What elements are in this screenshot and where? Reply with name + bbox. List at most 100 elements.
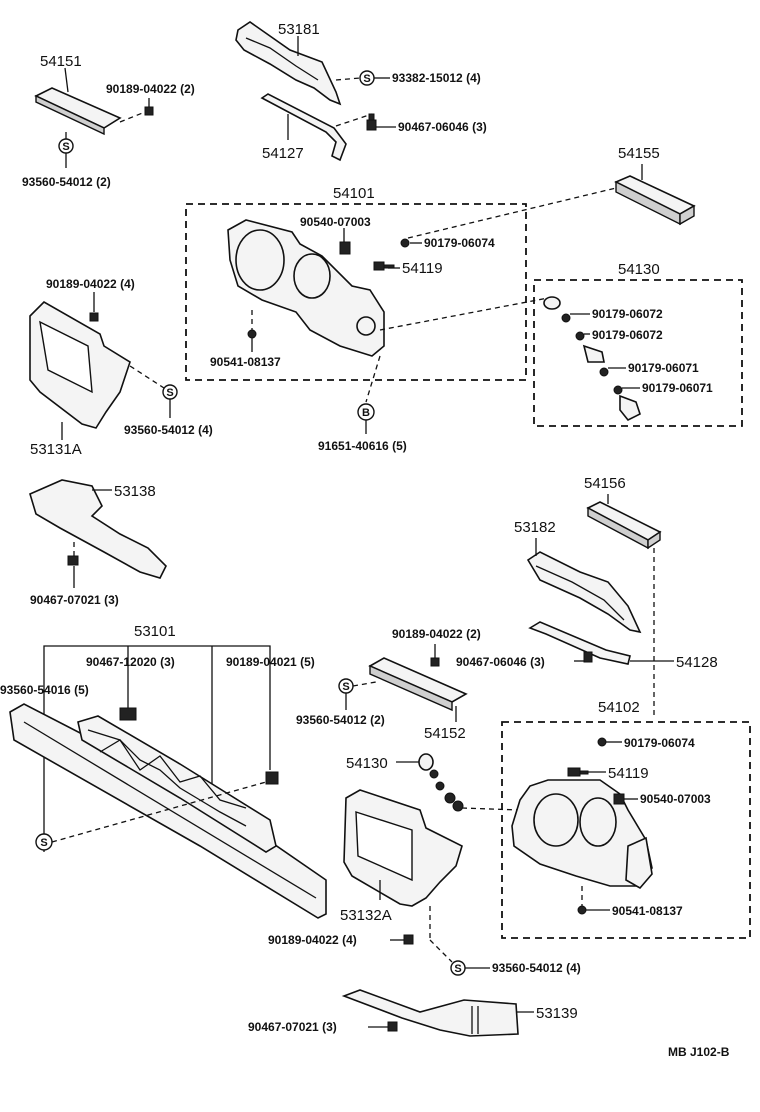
label-90189-04022-4b: 90189-04022 (4)	[268, 933, 357, 947]
s-screw-symbol: S	[450, 960, 466, 976]
clip-nut-90189	[144, 106, 154, 116]
svg-text:S: S	[363, 73, 370, 85]
svg-text:S: S	[62, 141, 69, 153]
label-93560-54012-4a: 93560-54012 (4)	[124, 423, 213, 437]
clip-nut-90189	[430, 657, 440, 667]
part-53131A-headlamp-door	[29, 301, 131, 429]
label-90179-06074b: 90179-06074	[624, 736, 695, 750]
label-90541-08137a: 90541-08137	[210, 355, 281, 369]
part-54152-pad	[368, 657, 468, 712]
label-54102: 54102	[598, 699, 640, 716]
part-53182-bracket	[526, 551, 642, 634]
s-screw-symbol: S	[359, 70, 375, 86]
bolt-90467	[366, 113, 377, 131]
part-53138-cover	[29, 479, 167, 579]
label-90189-04022-4a: 90189-04022 (4)	[46, 277, 135, 291]
label-90540-07003a: 90540-07003	[300, 215, 371, 229]
adjuster-screw-54130	[418, 753, 464, 812]
part-53101-grille	[9, 703, 327, 919]
bolt-90467	[583, 651, 593, 663]
clip-90467	[119, 707, 137, 721]
label-54128: 54128	[676, 654, 718, 671]
label-90189-04022-2a: 90189-04022 (2)	[106, 82, 195, 96]
label-53139: 53139	[536, 1005, 578, 1022]
clip-90540	[339, 241, 351, 255]
assembly-box-54130	[533, 279, 743, 427]
label-54127: 54127	[262, 145, 304, 162]
part-54127-bracket	[260, 93, 347, 162]
bolt-90467	[67, 555, 79, 566]
bolt-90467	[387, 1021, 398, 1032]
label-54155: 54155	[618, 145, 660, 162]
label-54101: 54101	[333, 185, 375, 202]
label-53101: 53101	[134, 623, 176, 640]
svg-text:S: S	[454, 963, 461, 975]
part-54156-pad	[586, 501, 662, 550]
svg-text:S: S	[40, 837, 47, 849]
label-54156: 54156	[584, 475, 626, 492]
label-54152: 54152	[424, 725, 466, 742]
label-53182: 53182	[514, 519, 556, 536]
label-90467-12020: 90467-12020 (3)	[86, 655, 175, 669]
label-90179-06072a: 90179-06072	[592, 307, 663, 321]
part-53132A-headlamp-door	[343, 789, 463, 907]
label-53138: 53138	[114, 483, 156, 500]
label-53181: 53181	[278, 21, 320, 38]
assembly-box-54101	[185, 203, 527, 381]
s-screw-symbol: S	[162, 384, 178, 400]
label-90189-04021: 90189-04021 (5)	[226, 655, 315, 669]
clip-nut-90189	[89, 312, 99, 322]
label-90540-07003b: 90540-07003	[640, 792, 711, 806]
clip-nut-90189	[403, 934, 414, 945]
label-54119a: 54119	[402, 260, 443, 277]
nut-90541	[247, 329, 257, 339]
label-54151: 54151	[40, 53, 82, 70]
label-90179-06071a: 90179-06071	[628, 361, 699, 375]
label-53132A: 53132A	[340, 907, 392, 924]
adjuster-screw-54130	[543, 296, 641, 422]
svg-text:B: B	[362, 407, 370, 419]
part-54101-headlamp-housing	[227, 219, 385, 357]
label-90179-06074a: 90179-06074	[424, 236, 495, 250]
part-54128-bracket	[528, 621, 631, 665]
s-screw-symbol: S	[58, 138, 74, 154]
b-bolt-symbol: B	[357, 403, 375, 421]
label-54119b: 54119	[608, 765, 649, 782]
clip-90540	[613, 793, 625, 805]
screw-54119	[567, 767, 589, 777]
part-53181-bracket	[235, 21, 342, 106]
label-91651-40616: 91651-40616 (5)	[318, 439, 407, 453]
s-screw-symbol: S	[338, 678, 354, 694]
label-93382-15012: 93382-15012 (4)	[392, 71, 481, 85]
clip-nut-90189	[265, 771, 279, 785]
assembly-box-54102	[501, 721, 751, 939]
label-53131A: 53131A	[30, 441, 82, 458]
nut-90541	[577, 905, 587, 915]
label-90189-04022-2b: 90189-04022 (2)	[392, 627, 481, 641]
label-93560-54012-4b: 93560-54012 (4)	[492, 961, 581, 975]
label-90467-07021-3b: 90467-07021 (3)	[248, 1020, 337, 1034]
label-90467-06046-3a: 90467-06046 (3)	[398, 120, 487, 134]
screw-54119	[373, 261, 395, 271]
label-90467-06046-3b: 90467-06046 (3)	[456, 655, 545, 669]
label-54130a: 54130	[618, 261, 660, 278]
nut-90179	[597, 737, 607, 747]
label-90541-08137b: 90541-08137	[612, 904, 683, 918]
label-93560-54012-2a: 93560-54012 (2)	[22, 175, 111, 189]
part-54151-pad	[34, 87, 122, 136]
s-screw-symbol: S	[35, 833, 53, 851]
svg-text:S: S	[166, 387, 173, 399]
label-54130b: 54130	[346, 755, 388, 772]
figure-reference-code: MB J102-B	[668, 1045, 730, 1059]
part-53139-cover	[341, 989, 519, 1037]
label-90179-06072b: 90179-06072	[592, 328, 663, 342]
label-93560-54012-2b: 93560-54012 (2)	[296, 713, 385, 727]
label-90467-07021-3a: 90467-07021 (3)	[30, 593, 119, 607]
label-93560-54016: 93560-54016 (5)	[0, 683, 89, 697]
part-54102-headlamp-housing	[511, 779, 653, 890]
part-54155-pad	[614, 175, 696, 226]
svg-text:S: S	[342, 681, 349, 693]
nut-90179	[400, 238, 410, 248]
